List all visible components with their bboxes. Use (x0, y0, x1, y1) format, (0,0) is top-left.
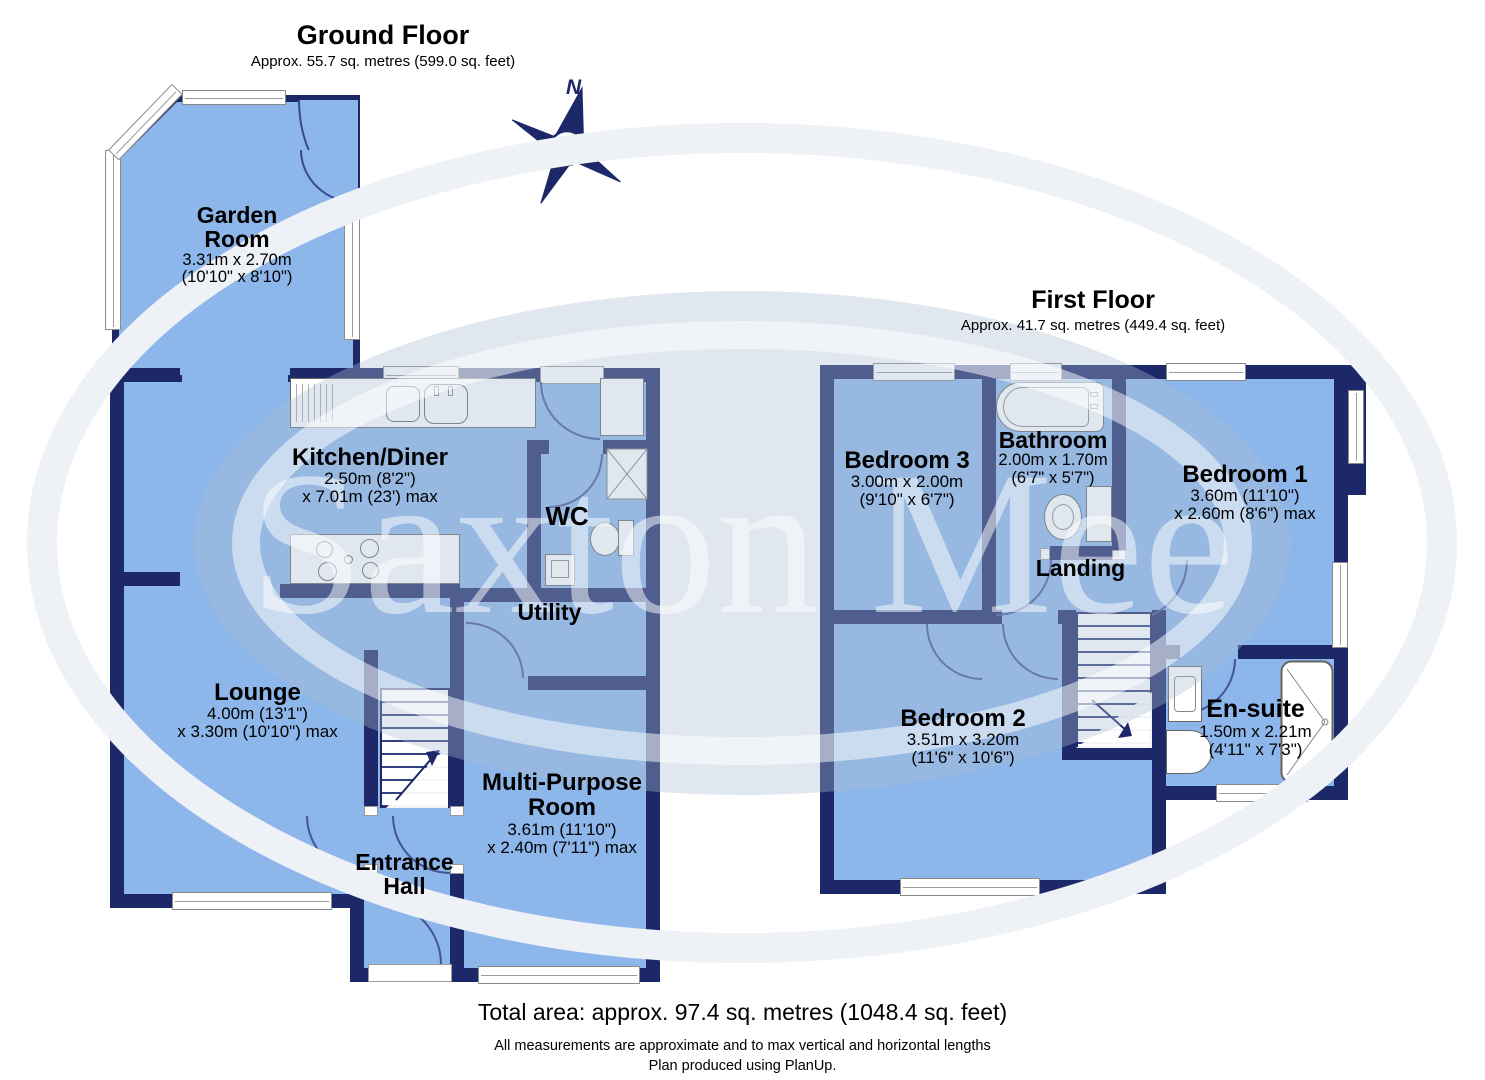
wall-segment (110, 572, 180, 586)
garden-window-left (105, 150, 121, 330)
compass-icon (511, 86, 621, 204)
ground-floor-title-text: Ground Floor (296, 20, 470, 50)
tap-icon (1090, 392, 1098, 397)
room-label-utility: Utility (517, 599, 582, 625)
airing-cupboard-icon (606, 448, 648, 500)
tap-icon (448, 386, 453, 396)
tap-icon (1090, 404, 1098, 409)
front-door-threshold (368, 964, 452, 982)
wall-segment (350, 894, 364, 982)
hob-burner-icon (316, 541, 333, 558)
bedroom1-right-window (1332, 562, 1348, 648)
wall-segment (527, 440, 549, 454)
room-label-bedroom1: Bedroom 1 3.60m (11'10") x 2.60m (8'6") … (1174, 461, 1316, 524)
basin-icon (1086, 486, 1112, 542)
toilet-seat-icon (1052, 504, 1074, 530)
garden-window-top (182, 90, 286, 105)
bedroom2-window (900, 878, 1040, 896)
wall-segment (646, 368, 660, 982)
garden-window-right (344, 210, 360, 340)
ensuite-window (1216, 784, 1308, 802)
wall-segment (1062, 610, 1076, 760)
room-label-entrance: Entrance Hall (355, 849, 454, 900)
bathroom-window (1010, 363, 1062, 381)
first-floor-title: First Floor Approx. 41.7 sq. metres (449… (928, 286, 1258, 334)
wall-cap (364, 806, 378, 816)
bedroom3-window (873, 363, 955, 381)
hob-burner-icon (318, 562, 337, 581)
kitchen-cupboard (600, 378, 644, 436)
room-label-lounge: Lounge 4.00m (13'1") x 3.30m (10'10") ma… (177, 679, 338, 742)
hob-burner-icon (344, 555, 353, 564)
wall-segment (110, 368, 124, 908)
drainer-icon (296, 384, 338, 422)
ground-floor-title: Ground Floor Approx. 55.7 sq. metres (59… (233, 20, 533, 70)
room-label-landing: Landing (1035, 555, 1126, 581)
bedroom1-side-window (1348, 390, 1364, 464)
lounge-window (172, 892, 332, 910)
room-label-ensuite: En-suite 1.50m x 2.21m (4'11" x 7'3") (1199, 695, 1312, 759)
wall-segment (280, 584, 460, 598)
total-area: Total area: approx. 97.4 sq. metres (104… (477, 999, 1008, 1025)
north-label: N (566, 76, 582, 99)
hob-burner-icon (360, 539, 379, 558)
toilet-cistern-icon (618, 520, 634, 556)
bathtub-inner-icon (1003, 387, 1089, 427)
wall-segment (820, 365, 834, 894)
hob-burner-icon (362, 562, 379, 579)
stairs-direction-arrow (1076, 692, 1152, 748)
room-label-garden: Garden Room 3.31m x 2.70m (10'10" x 8'10… (181, 202, 293, 287)
footer-note-2: Plan produced using PlanUp. (648, 1058, 837, 1074)
wall-segment (1166, 645, 1180, 659)
garden-kitchen-opening (182, 370, 288, 384)
multi-room-window (478, 966, 640, 984)
footer-note-1: All measurements are approximate and to … (494, 1038, 991, 1054)
room-label-kitchen: Kitchen/Diner 2.50m (8'2") x 7.01m (23')… (291, 444, 449, 507)
basin-bowl-icon (551, 560, 569, 578)
sink-bowl-icon (424, 384, 468, 424)
first-floor-title-text: First Floor (1031, 286, 1155, 314)
bedroom1-window (1166, 363, 1246, 381)
room-label-multi: Multi-Purpose Room 3.61m (11'10") x 2.40… (482, 769, 642, 857)
wall-segment (528, 676, 648, 690)
room-label-bathroom: Bathroom 2.00m x 1.70m (6'7" x 5'7") (998, 427, 1108, 487)
first-floor-area: Approx. 41.7 sq. metres (449.4 sq. feet) (960, 317, 1226, 334)
sink-bowl-icon (386, 386, 420, 422)
wall-segment (1062, 746, 1166, 760)
stairs-direction-arrow (386, 746, 448, 808)
room-label-bedroom2: Bedroom 2 3.51m x 3.20m (11'6" x 10'6") (900, 705, 1026, 768)
ground-floor-area: Approx. 55.7 sq. metres (599.0 sq. feet) (250, 53, 516, 70)
wall-segment (834, 610, 985, 624)
tap-icon (434, 386, 439, 396)
room-label-wc: WC (545, 501, 589, 531)
